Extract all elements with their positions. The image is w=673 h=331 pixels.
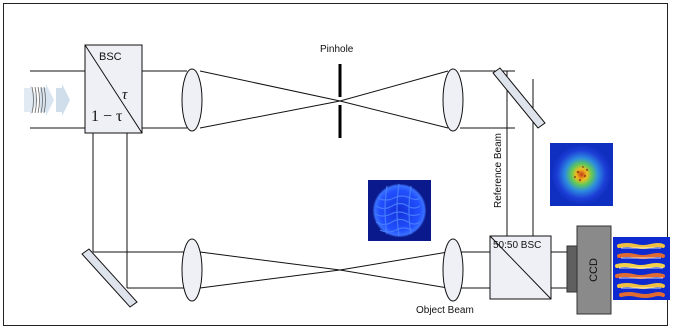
reference-beam-image xyxy=(550,143,613,206)
beam-splitter-cube xyxy=(84,44,143,134)
lens-3 xyxy=(181,238,203,302)
input-wave-arrow xyxy=(24,84,70,116)
ccd-label: CCD xyxy=(587,258,600,282)
mirror-bottom-left xyxy=(81,248,138,308)
lens-1 xyxy=(181,68,203,132)
lens-4 xyxy=(442,238,464,302)
bsc-label: BSC xyxy=(99,51,122,63)
object-beam-label: Object Beam xyxy=(416,305,474,316)
bsc-5050-label: 50:50 BSC xyxy=(493,240,542,251)
object-speckle-image xyxy=(368,180,431,241)
lens-2 xyxy=(442,68,464,132)
reference-beam-label: Reference Beam xyxy=(493,132,505,209)
interference-fringe-image xyxy=(613,237,670,300)
one-minus-tau-label: 1 − τ xyxy=(91,108,123,125)
beam-paths xyxy=(30,70,567,289)
diagram-border xyxy=(3,3,668,326)
beam-splitter-5050 xyxy=(489,235,552,300)
ccd-camera xyxy=(566,225,612,315)
pinhole-label: Pinhole xyxy=(320,44,354,55)
tau-label: τ xyxy=(122,87,128,103)
mirror-top-right xyxy=(492,67,546,129)
